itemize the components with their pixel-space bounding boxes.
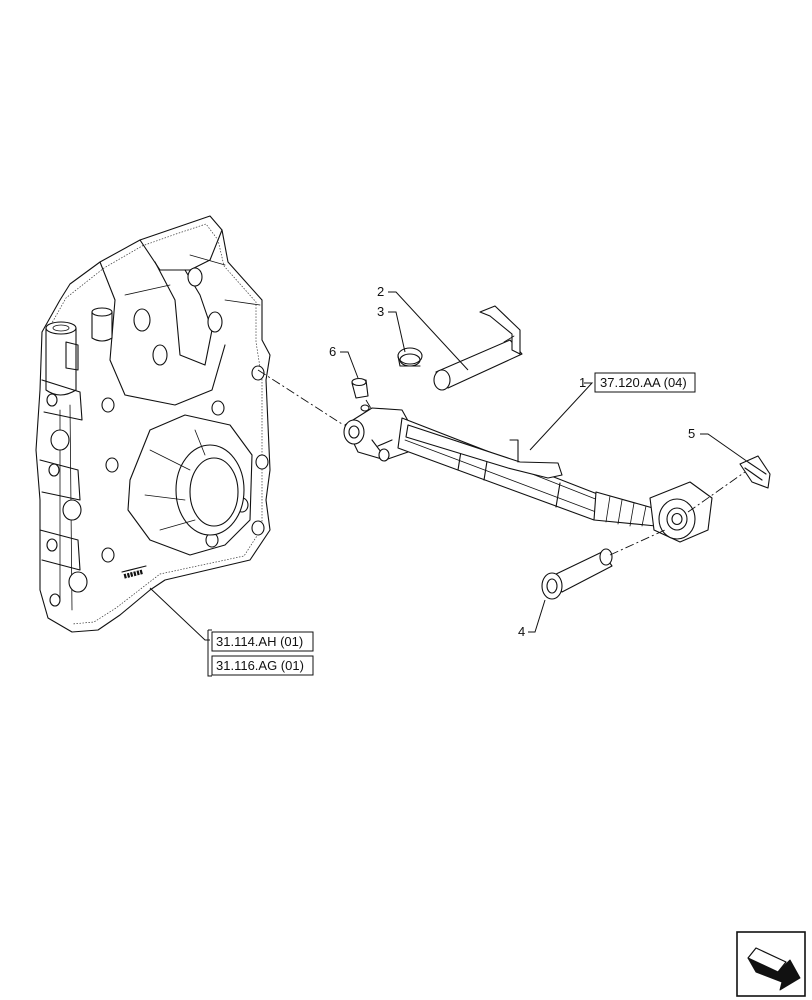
top-link-assembly <box>343 407 713 543</box>
lynch-pin-5 <box>739 455 771 489</box>
callout-1: 1 <box>579 375 586 390</box>
rear-housing: ▮▮▮▮▮▮ <box>35 215 271 633</box>
ref-text-top-link: 37.120.AA (04) <box>600 375 687 390</box>
spacer-6 <box>351 377 370 412</box>
next-page-arrow-icon[interactable] <box>736 931 806 997</box>
ref-box-housing-a[interactable]: 31.114.AH (01) <box>211 631 314 652</box>
callout-2: 2 <box>377 284 384 299</box>
ref-text-housing-a: 31.114.AH (01) <box>216 634 303 649</box>
ref-box-housing-b[interactable]: 31.116.AG (01) <box>211 655 314 676</box>
ref-box-top-link[interactable]: 37.120.AA (04) <box>594 372 696 393</box>
pin-4 <box>541 548 613 600</box>
callout-3: 3 <box>377 304 384 319</box>
pin-2 <box>433 305 523 391</box>
ref-text-housing-b: 31.116.AG (01) <box>216 658 304 673</box>
assembly-centerlines <box>257 369 746 556</box>
ring-clip-3 <box>397 347 423 367</box>
ref-bracket <box>207 629 212 677</box>
callout-5: 5 <box>688 426 695 441</box>
callout-4: 4 <box>518 624 525 639</box>
cast-marking: ▮▮▮▮▮▮ <box>123 569 144 580</box>
callout-6: 6 <box>329 344 336 359</box>
